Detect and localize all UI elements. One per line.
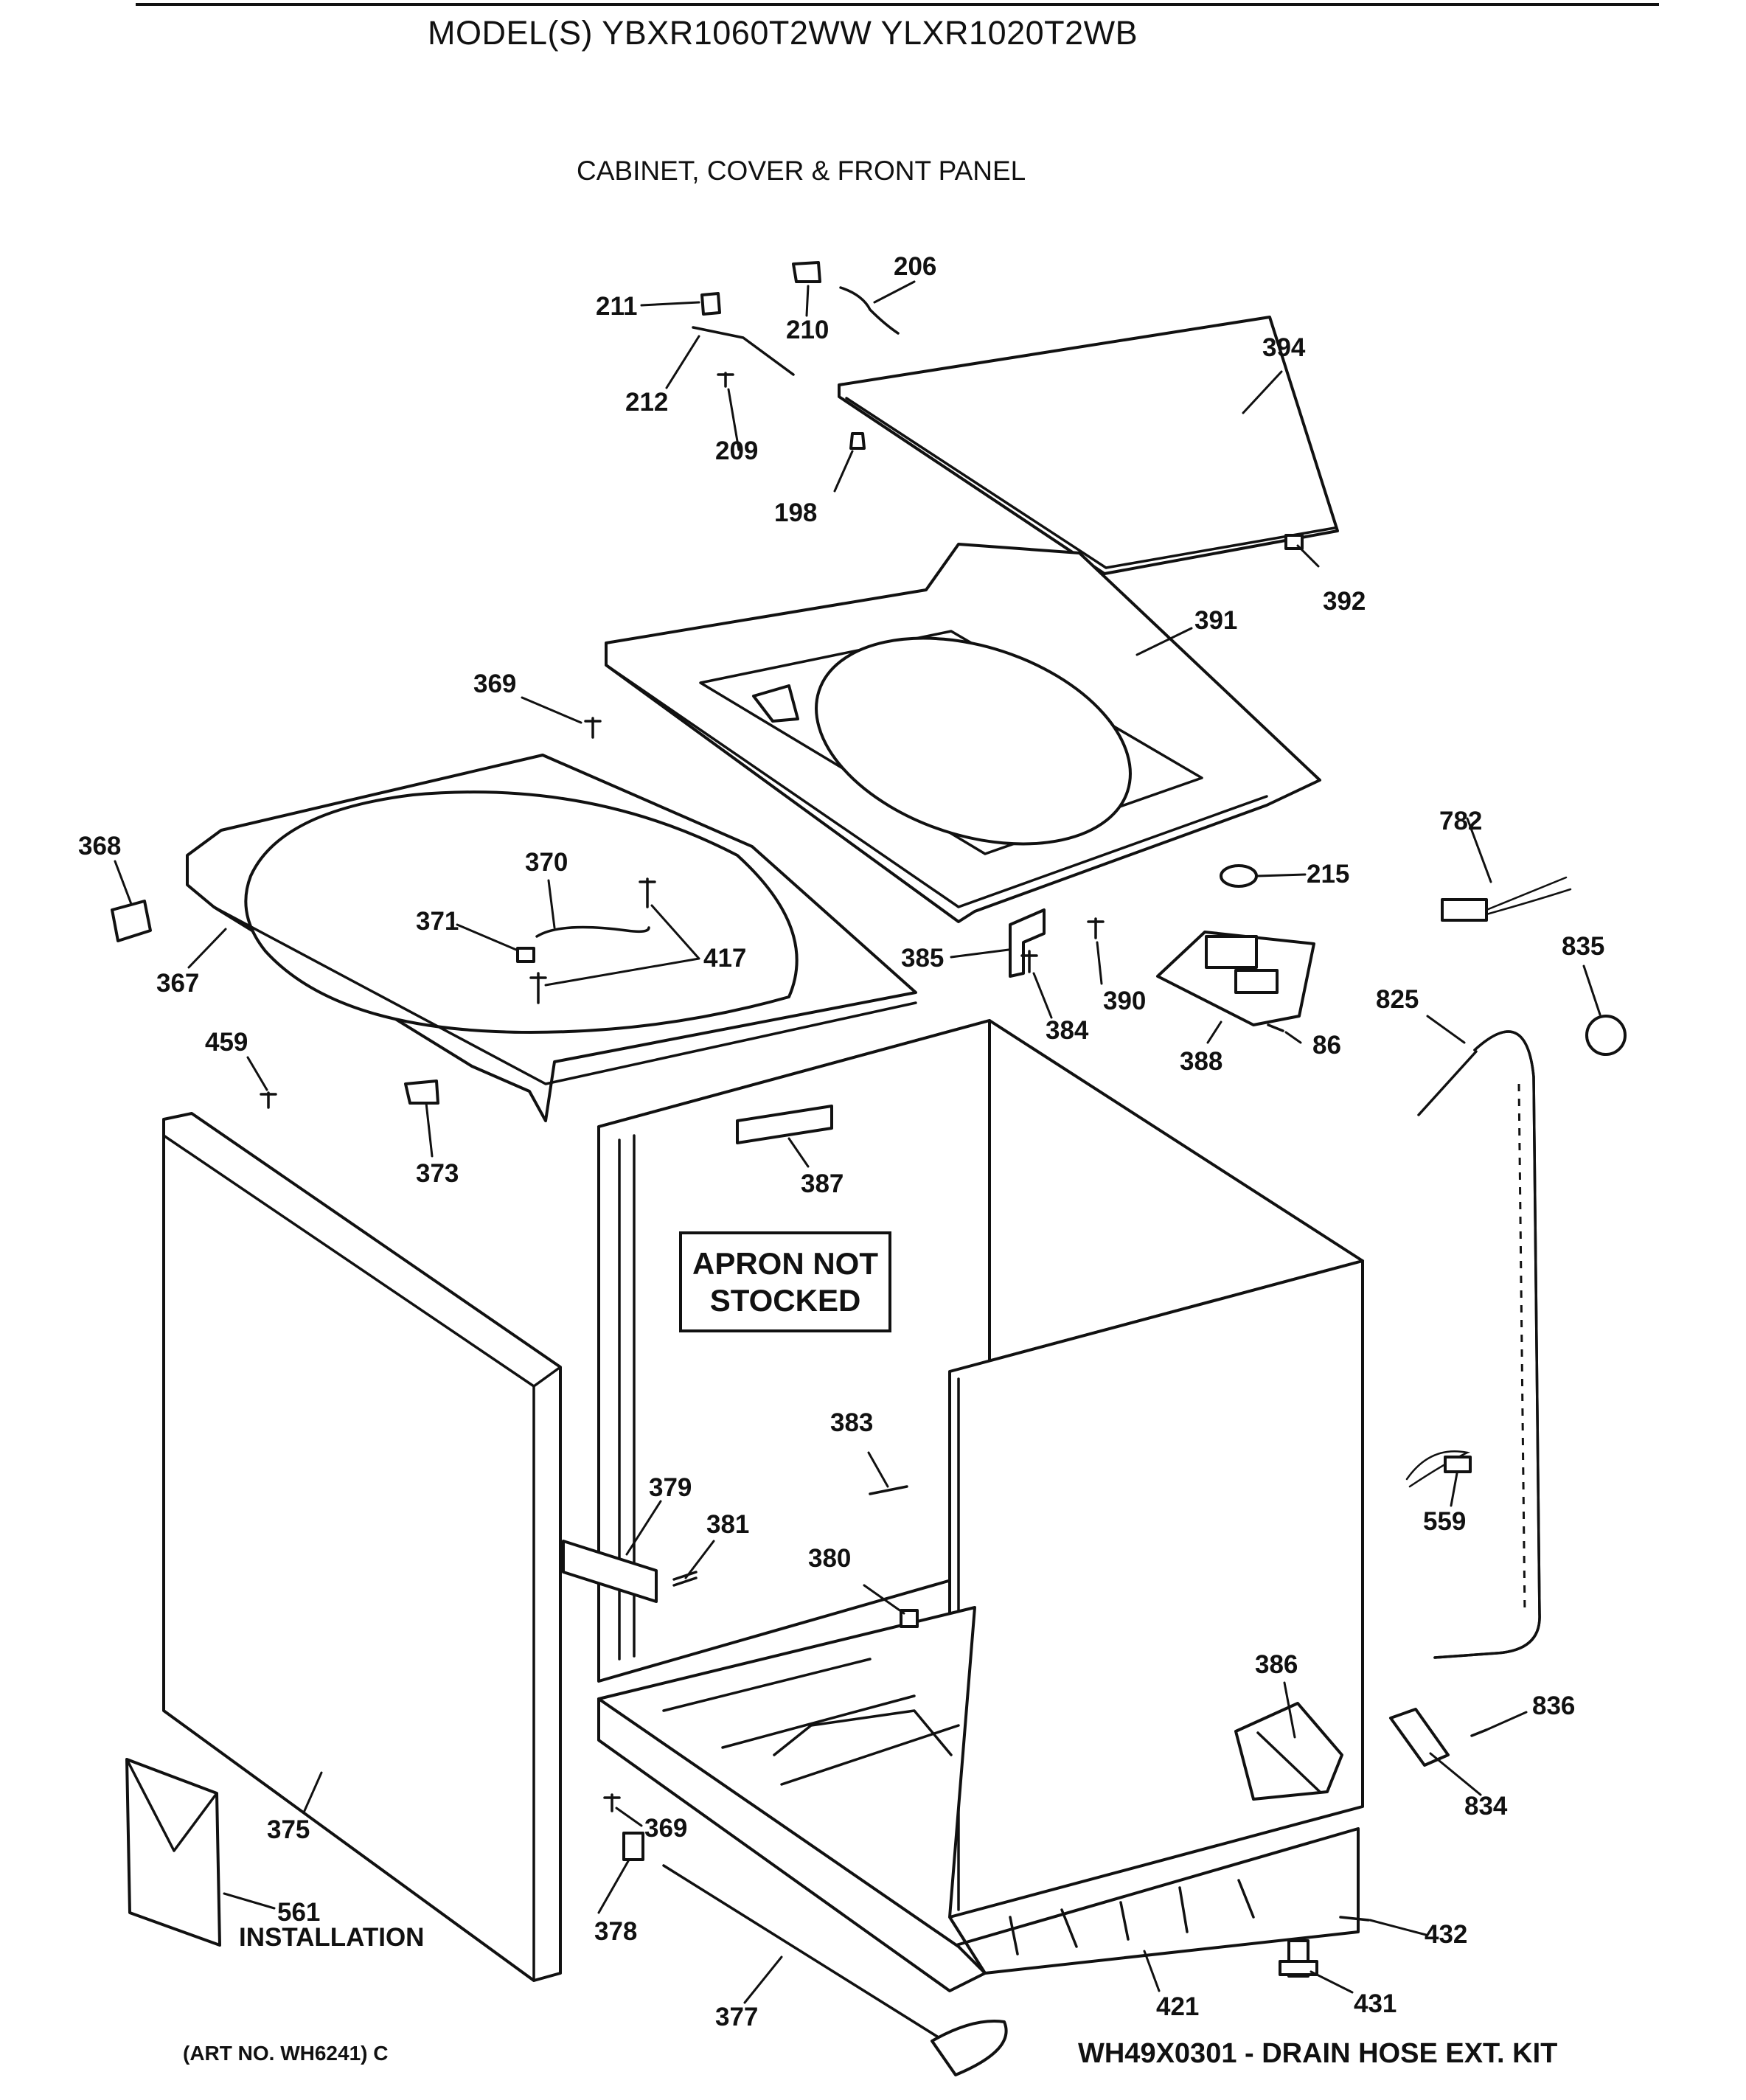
part-label-386[interactable]: 386 — [1255, 1650, 1298, 1679]
clip-368[interactable] — [111, 900, 152, 942]
apron-note-line1: APRON NOT — [692, 1245, 878, 1281]
part-label-381[interactable]: 381 — [706, 1510, 750, 1539]
part-label-215[interactable]: 215 — [1307, 860, 1350, 889]
part-label-380[interactable]: 380 — [808, 1544, 852, 1573]
screw-459[interactable] — [260, 1091, 277, 1109]
apron-not-stocked-note: APRON NOT STOCKED — [679, 1231, 891, 1332]
screw-836[interactable] — [1470, 1728, 1488, 1737]
part-label-385[interactable]: 385 — [901, 944, 945, 973]
pin-383[interactable] — [869, 1485, 908, 1495]
spring-215[interactable] — [1220, 864, 1258, 888]
part-label-368[interactable]: 368 — [78, 832, 122, 860]
apron-note-line2: STOCKED — [709, 1282, 861, 1318]
part-label-370[interactable]: 370 — [525, 848, 568, 877]
part-label-384[interactable]: 384 — [1046, 1016, 1089, 1045]
base-part[interactable] — [597, 1606, 1360, 1992]
part-label-391[interactable]: 391 — [1194, 606, 1238, 635]
harness-559[interactable] — [1405, 1450, 1472, 1488]
screw-369-top[interactable] — [584, 717, 602, 739]
part-label-383[interactable]: 383 — [830, 1408, 874, 1437]
leader-lines — [114, 280, 1601, 2004]
part-label-369-top[interactable]: 369 — [473, 670, 517, 698]
foot-378[interactable] — [622, 1832, 644, 1861]
clip-210[interactable] — [792, 261, 821, 283]
part-label-825[interactable]: 825 — [1376, 985, 1419, 1014]
part-label-836[interactable]: 836 — [1532, 1692, 1576, 1720]
part-label-561-description: INSTALLATION — [239, 1923, 425, 1952]
part-label-432[interactable]: 432 — [1425, 1920, 1468, 1949]
screw-209[interactable] — [717, 372, 734, 388]
screw-384[interactable] — [1020, 950, 1038, 973]
part-label-431[interactable]: 431 — [1354, 1989, 1397, 2018]
rod-377[interactable] — [662, 1864, 1008, 2076]
bracket-834[interactable] — [1389, 1708, 1450, 1767]
rail-379[interactable] — [562, 1540, 658, 1603]
screw-417-a[interactable] — [639, 877, 656, 908]
screw-390[interactable] — [1087, 917, 1105, 939]
part-label-378[interactable]: 378 — [594, 1917, 638, 1946]
bumper-198[interactable] — [849, 432, 866, 450]
part-label-209[interactable]: 209 — [715, 437, 759, 465]
part-label-206[interactable]: 206 — [894, 252, 937, 281]
part-label-388[interactable]: 388 — [1180, 1047, 1223, 1076]
harness-782[interactable] — [1441, 876, 1572, 922]
screw-86[interactable] — [1267, 1023, 1284, 1032]
leveling-leg-431[interactable] — [1279, 1939, 1318, 1978]
switch-assembly-388[interactable] — [1156, 931, 1315, 1026]
part-label-369-bottom[interactable]: 369 — [644, 1814, 688, 1843]
screw-381[interactable] — [672, 1571, 698, 1587]
top-cover-part[interactable] — [605, 543, 1321, 923]
part-label-198[interactable]: 198 — [774, 498, 818, 527]
part-label-782[interactable]: 782 — [1439, 807, 1483, 835]
part-label-417[interactable]: 417 — [703, 944, 747, 973]
part-label-375[interactable]: 375 — [267, 1815, 310, 1844]
part-label-390[interactable]: 390 — [1103, 987, 1147, 1015]
part-label-367[interactable]: 367 — [156, 969, 200, 998]
latch-211[interactable] — [700, 292, 721, 316]
part-label-421[interactable]: 421 — [1156, 1992, 1200, 2021]
clip-380[interactable] — [900, 1609, 919, 1628]
model-title: MODEL(S) YBXR1060T2WW YLXR1020T2WB — [428, 14, 1138, 52]
part-label-394[interactable]: 394 — [1262, 333, 1306, 362]
part-label-559[interactable]: 559 — [1423, 1507, 1467, 1536]
part-label-459[interactable]: 459 — [205, 1028, 248, 1057]
part-label-392[interactable]: 392 — [1323, 587, 1366, 616]
latch-arm-212[interactable] — [692, 326, 795, 376]
art-number: (ART NO. WH6241) C — [183, 2042, 389, 2065]
part-label-373[interactable]: 373 — [416, 1159, 459, 1188]
front-panel-part[interactable] — [162, 1112, 562, 1982]
part-label-834[interactable]: 834 — [1464, 1792, 1508, 1821]
part-label-211[interactable]: 211 — [596, 292, 638, 321]
kit-note: WH49X0301 - DRAIN HOSE EXT. KIT — [1078, 2038, 1558, 2069]
clip-371[interactable] — [516, 947, 535, 963]
part-label-561[interactable]: 561 — [277, 1898, 321, 1927]
clamp-835[interactable] — [1585, 1015, 1627, 1056]
section-title: CABINET, COVER & FRONT PANEL — [577, 156, 1026, 186]
clip-373[interactable] — [404, 1079, 439, 1105]
screw-417-b[interactable] — [529, 972, 547, 1004]
part-label-379[interactable]: 379 — [649, 1473, 692, 1502]
part-label-371[interactable]: 371 — [416, 907, 459, 936]
drain-hose-part[interactable] — [1417, 1030, 1541, 1659]
rod-hose-370[interactable] — [535, 925, 650, 938]
spring-206[interactable] — [839, 286, 900, 335]
part-label-210[interactable]: 210 — [786, 316, 829, 344]
mounting-frame-part[interactable] — [186, 754, 917, 1122]
bracket-385[interactable] — [1009, 908, 1046, 978]
part-label-377[interactable]: 377 — [715, 2003, 759, 2031]
part-label-835[interactable]: 835 — [1562, 932, 1605, 961]
pin-432[interactable] — [1339, 1916, 1370, 1922]
bracket-386[interactable] — [1234, 1702, 1343, 1801]
part-label-212[interactable]: 212 — [625, 388, 669, 417]
part-label-86[interactable]: 86 — [1312, 1031, 1341, 1060]
part-label-387[interactable]: 387 — [801, 1169, 844, 1198]
installation-envelope-part[interactable] — [125, 1758, 221, 1947]
screw-369-bottom[interactable] — [603, 1793, 621, 1812]
